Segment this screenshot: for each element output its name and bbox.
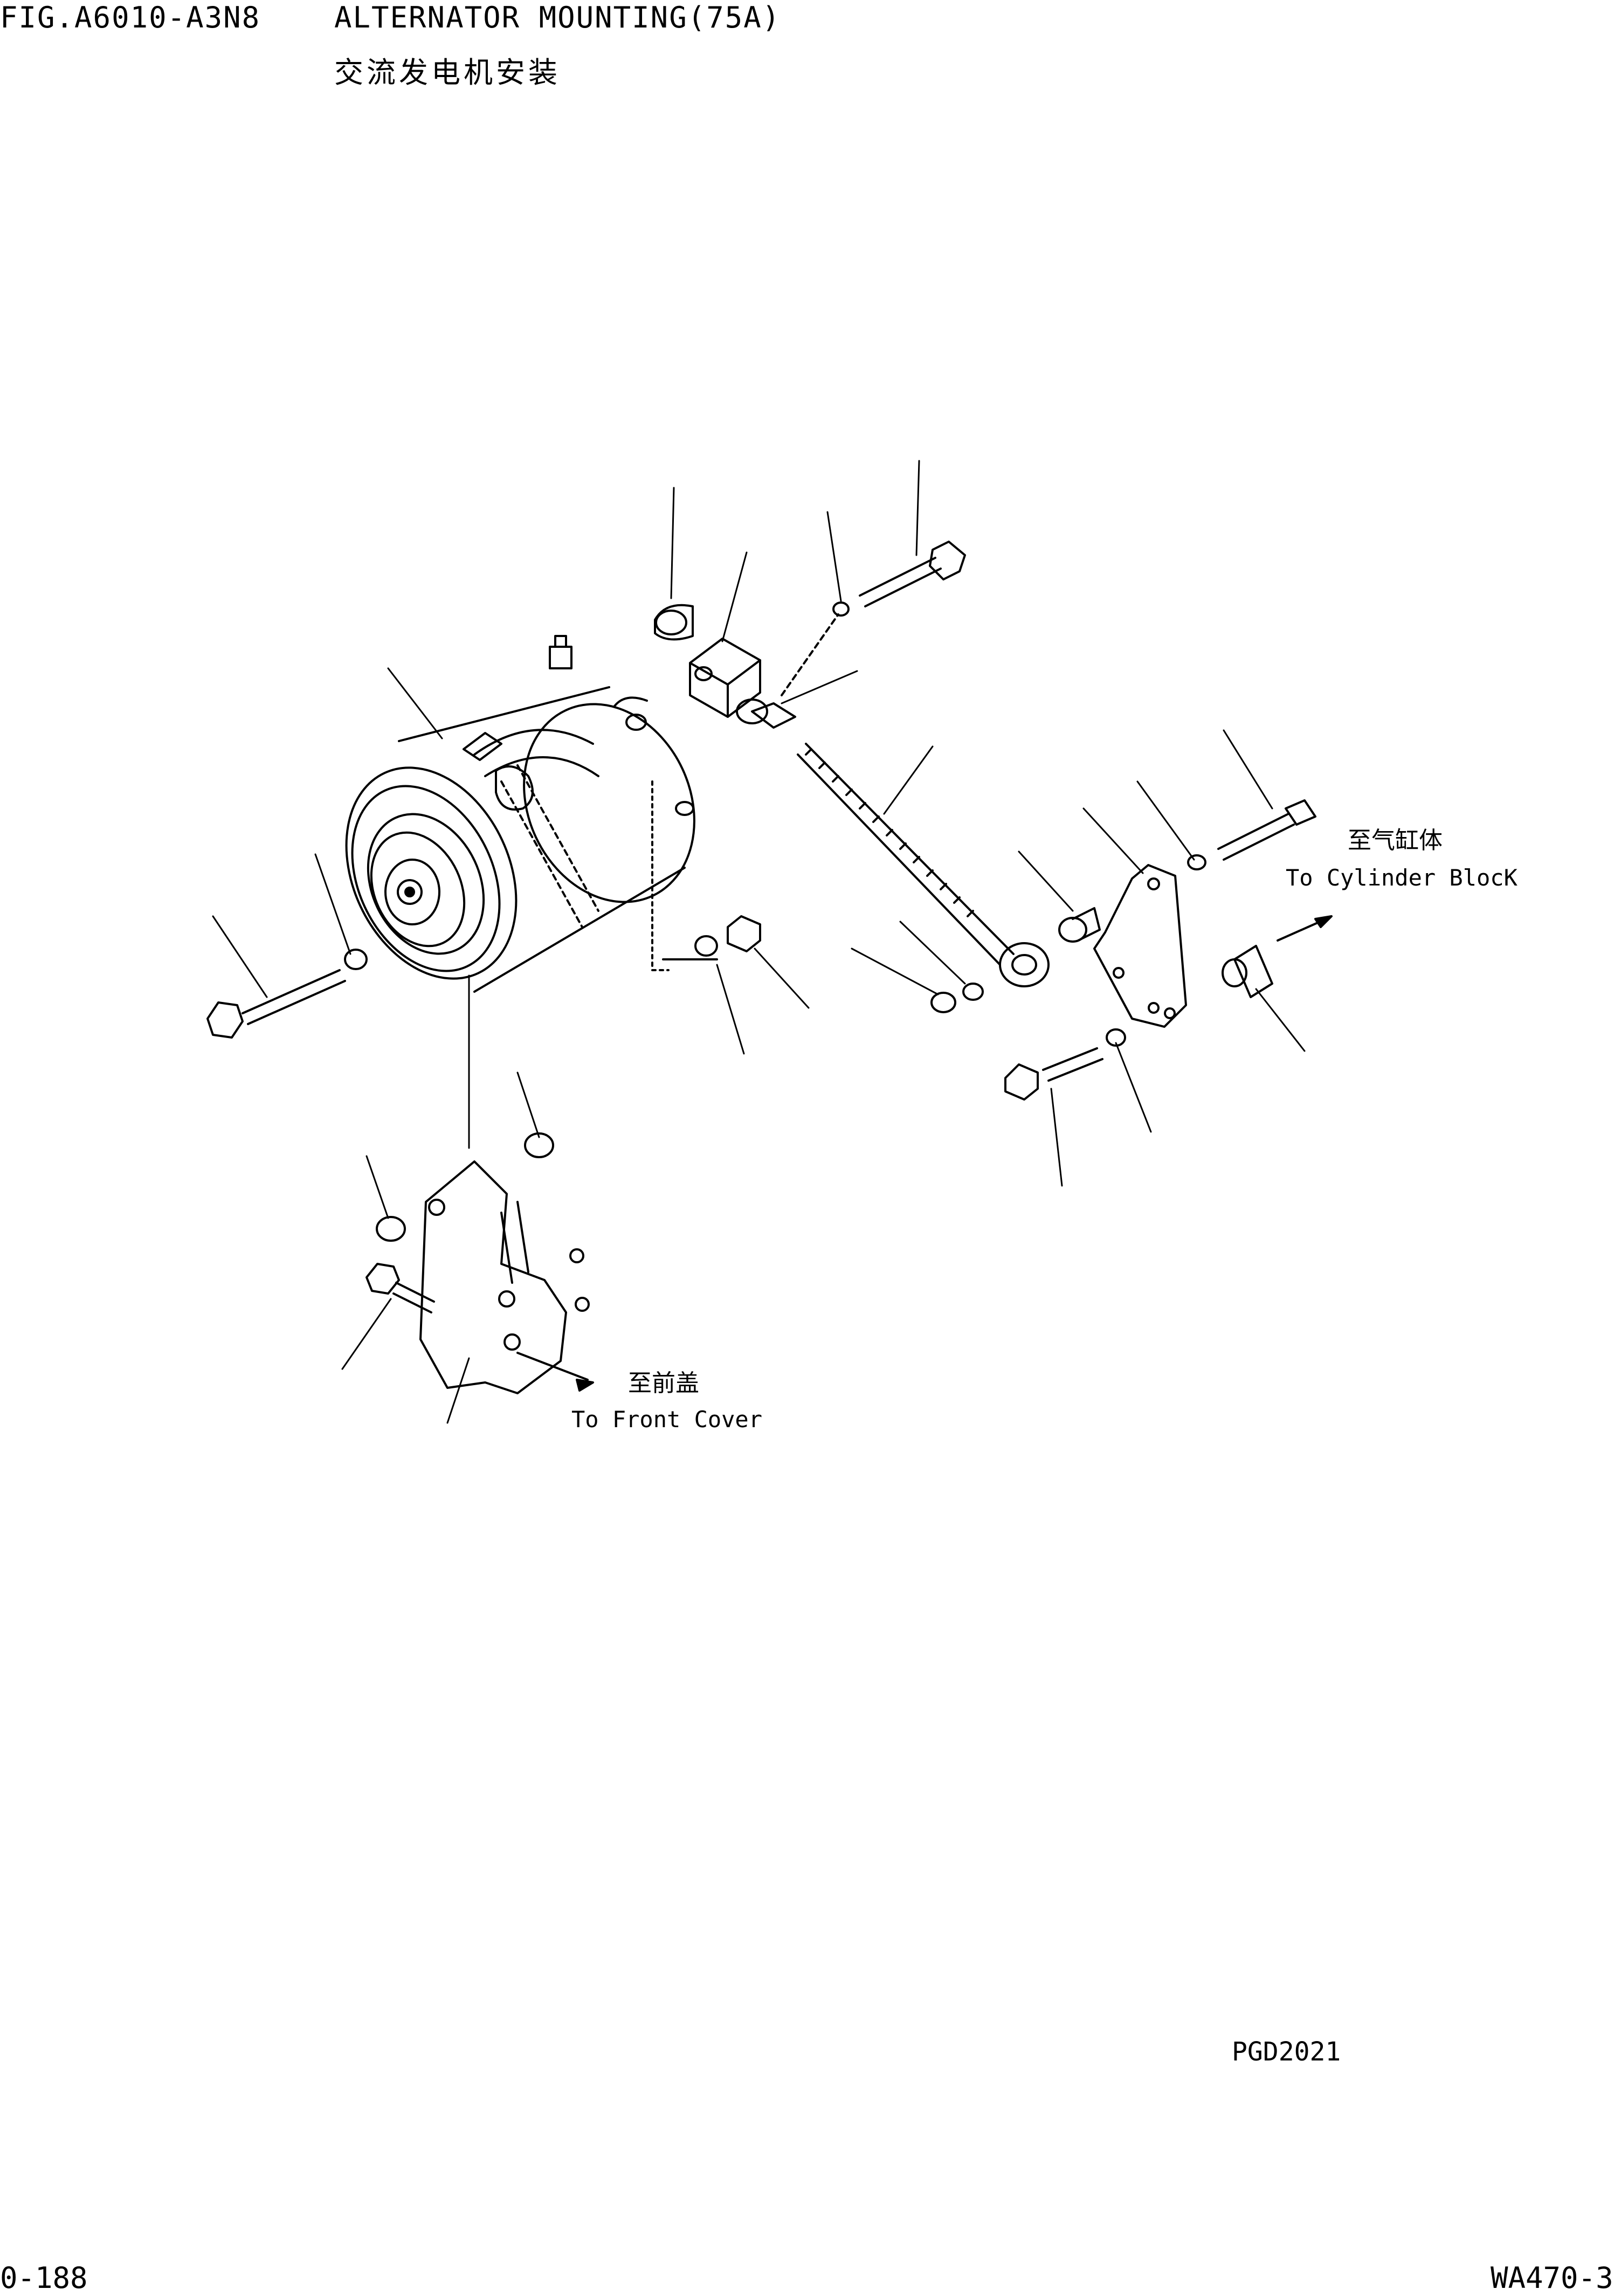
adjusting-link xyxy=(797,743,1101,1013)
top-bracket-parts xyxy=(654,541,966,729)
cylinder-block-label-cn: 至气缸体 xyxy=(1348,827,1443,854)
model-number: WA470-3 xyxy=(1491,2261,1613,2295)
front-cover-label-cn: 至前盖 xyxy=(628,1370,699,1397)
front-cover-bracket xyxy=(365,1132,594,1394)
lower-bolts xyxy=(206,915,1126,1101)
alternator xyxy=(345,635,718,993)
figure-number: FIG.A6010-A3N8 xyxy=(0,1,261,34)
figure-title-cn: 交流发电机安装 xyxy=(334,56,561,89)
cylinder-block-label: To Cylinder BlocK xyxy=(1286,865,1517,891)
cylinder-block-bracket xyxy=(1093,799,1333,1028)
figure-title: ALTERNATOR MOUNTING(75A) xyxy=(334,1,781,34)
leader-lines xyxy=(212,460,1306,1424)
front-cover-label: To Front Cover xyxy=(571,1406,763,1433)
page-number: 0-188 xyxy=(0,2261,88,2295)
drawing-code: PGD2021 xyxy=(1232,2037,1341,2067)
